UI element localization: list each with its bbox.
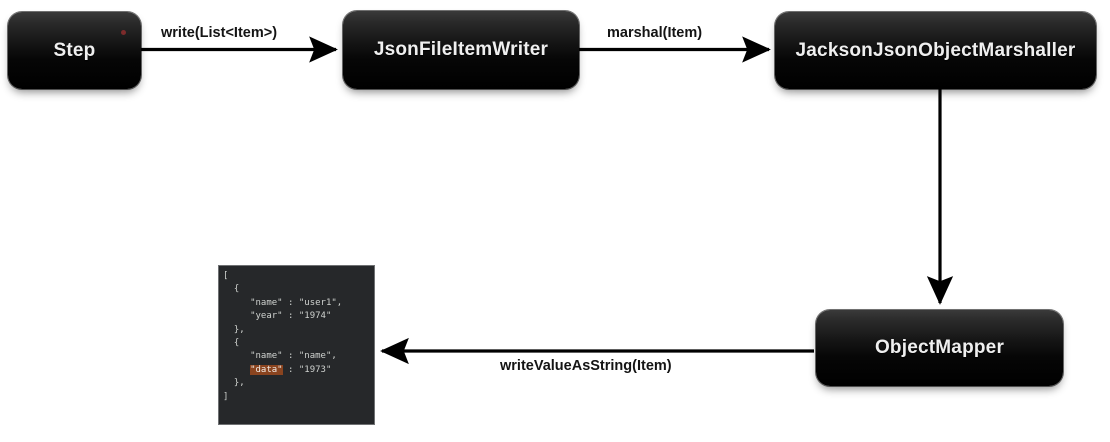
code-line: { xyxy=(223,283,372,296)
node-object-mapper[interactable]: ObjectMapper xyxy=(816,310,1063,386)
code-token-highlighted: "data" xyxy=(250,364,283,375)
node-json-file-item-writer-label: JsonFileItemWriter xyxy=(373,39,549,60)
code-token: [ xyxy=(223,271,229,281)
node-jackson-json-object-marshaller[interactable]: JacksonJsonObjectMarshaller xyxy=(775,12,1096,89)
edge-label-marshal-item: marshal(Item) xyxy=(607,25,703,41)
code-line: "year" : "1974" xyxy=(223,310,372,323)
code-token: "name" : "user1", xyxy=(223,297,343,308)
node-json-file-item-writer[interactable]: JsonFileItemWriter xyxy=(343,11,579,89)
code-token: { xyxy=(223,284,240,295)
code-line: ] xyxy=(223,391,372,404)
code-token: "year" : "1974" xyxy=(223,311,332,322)
node-jackson-json-object-marshaller-label: JacksonJsonObjectMarshaller xyxy=(795,39,1076,61)
code-token: "name" : "name", xyxy=(223,351,337,362)
code-line: { xyxy=(223,337,372,350)
code-token: ] xyxy=(223,391,229,402)
node-step-label: Step xyxy=(53,39,96,61)
code-line: }, xyxy=(223,377,372,390)
code-token: }, xyxy=(223,378,245,389)
json-output-code-box: [ { "name" : "user1", "year" : "1974" },… xyxy=(218,265,375,425)
code-line: "data" : "1973" xyxy=(223,364,372,377)
code-line: "name" : "name", xyxy=(223,350,372,363)
node-step[interactable]: Step xyxy=(8,12,141,89)
red-dot-badge-icon xyxy=(121,30,126,35)
code-token xyxy=(223,365,250,375)
code-token: }, xyxy=(223,324,245,335)
code-line: "name" : "user1", xyxy=(223,297,372,310)
code-line: }, xyxy=(223,324,372,337)
code-token: : "1973" xyxy=(282,364,332,375)
edge-label-write-list-item: write(List<Item>) xyxy=(161,25,278,41)
code-token: { xyxy=(223,337,240,348)
node-object-mapper-label: ObjectMapper xyxy=(874,337,1005,358)
edge-label-write-value-as-string-item: writeValueAsString(Item) xyxy=(500,358,672,374)
json-output-code-lines: [ { "name" : "user1", "year" : "1974" },… xyxy=(223,270,372,404)
code-line: [ xyxy=(223,270,372,283)
